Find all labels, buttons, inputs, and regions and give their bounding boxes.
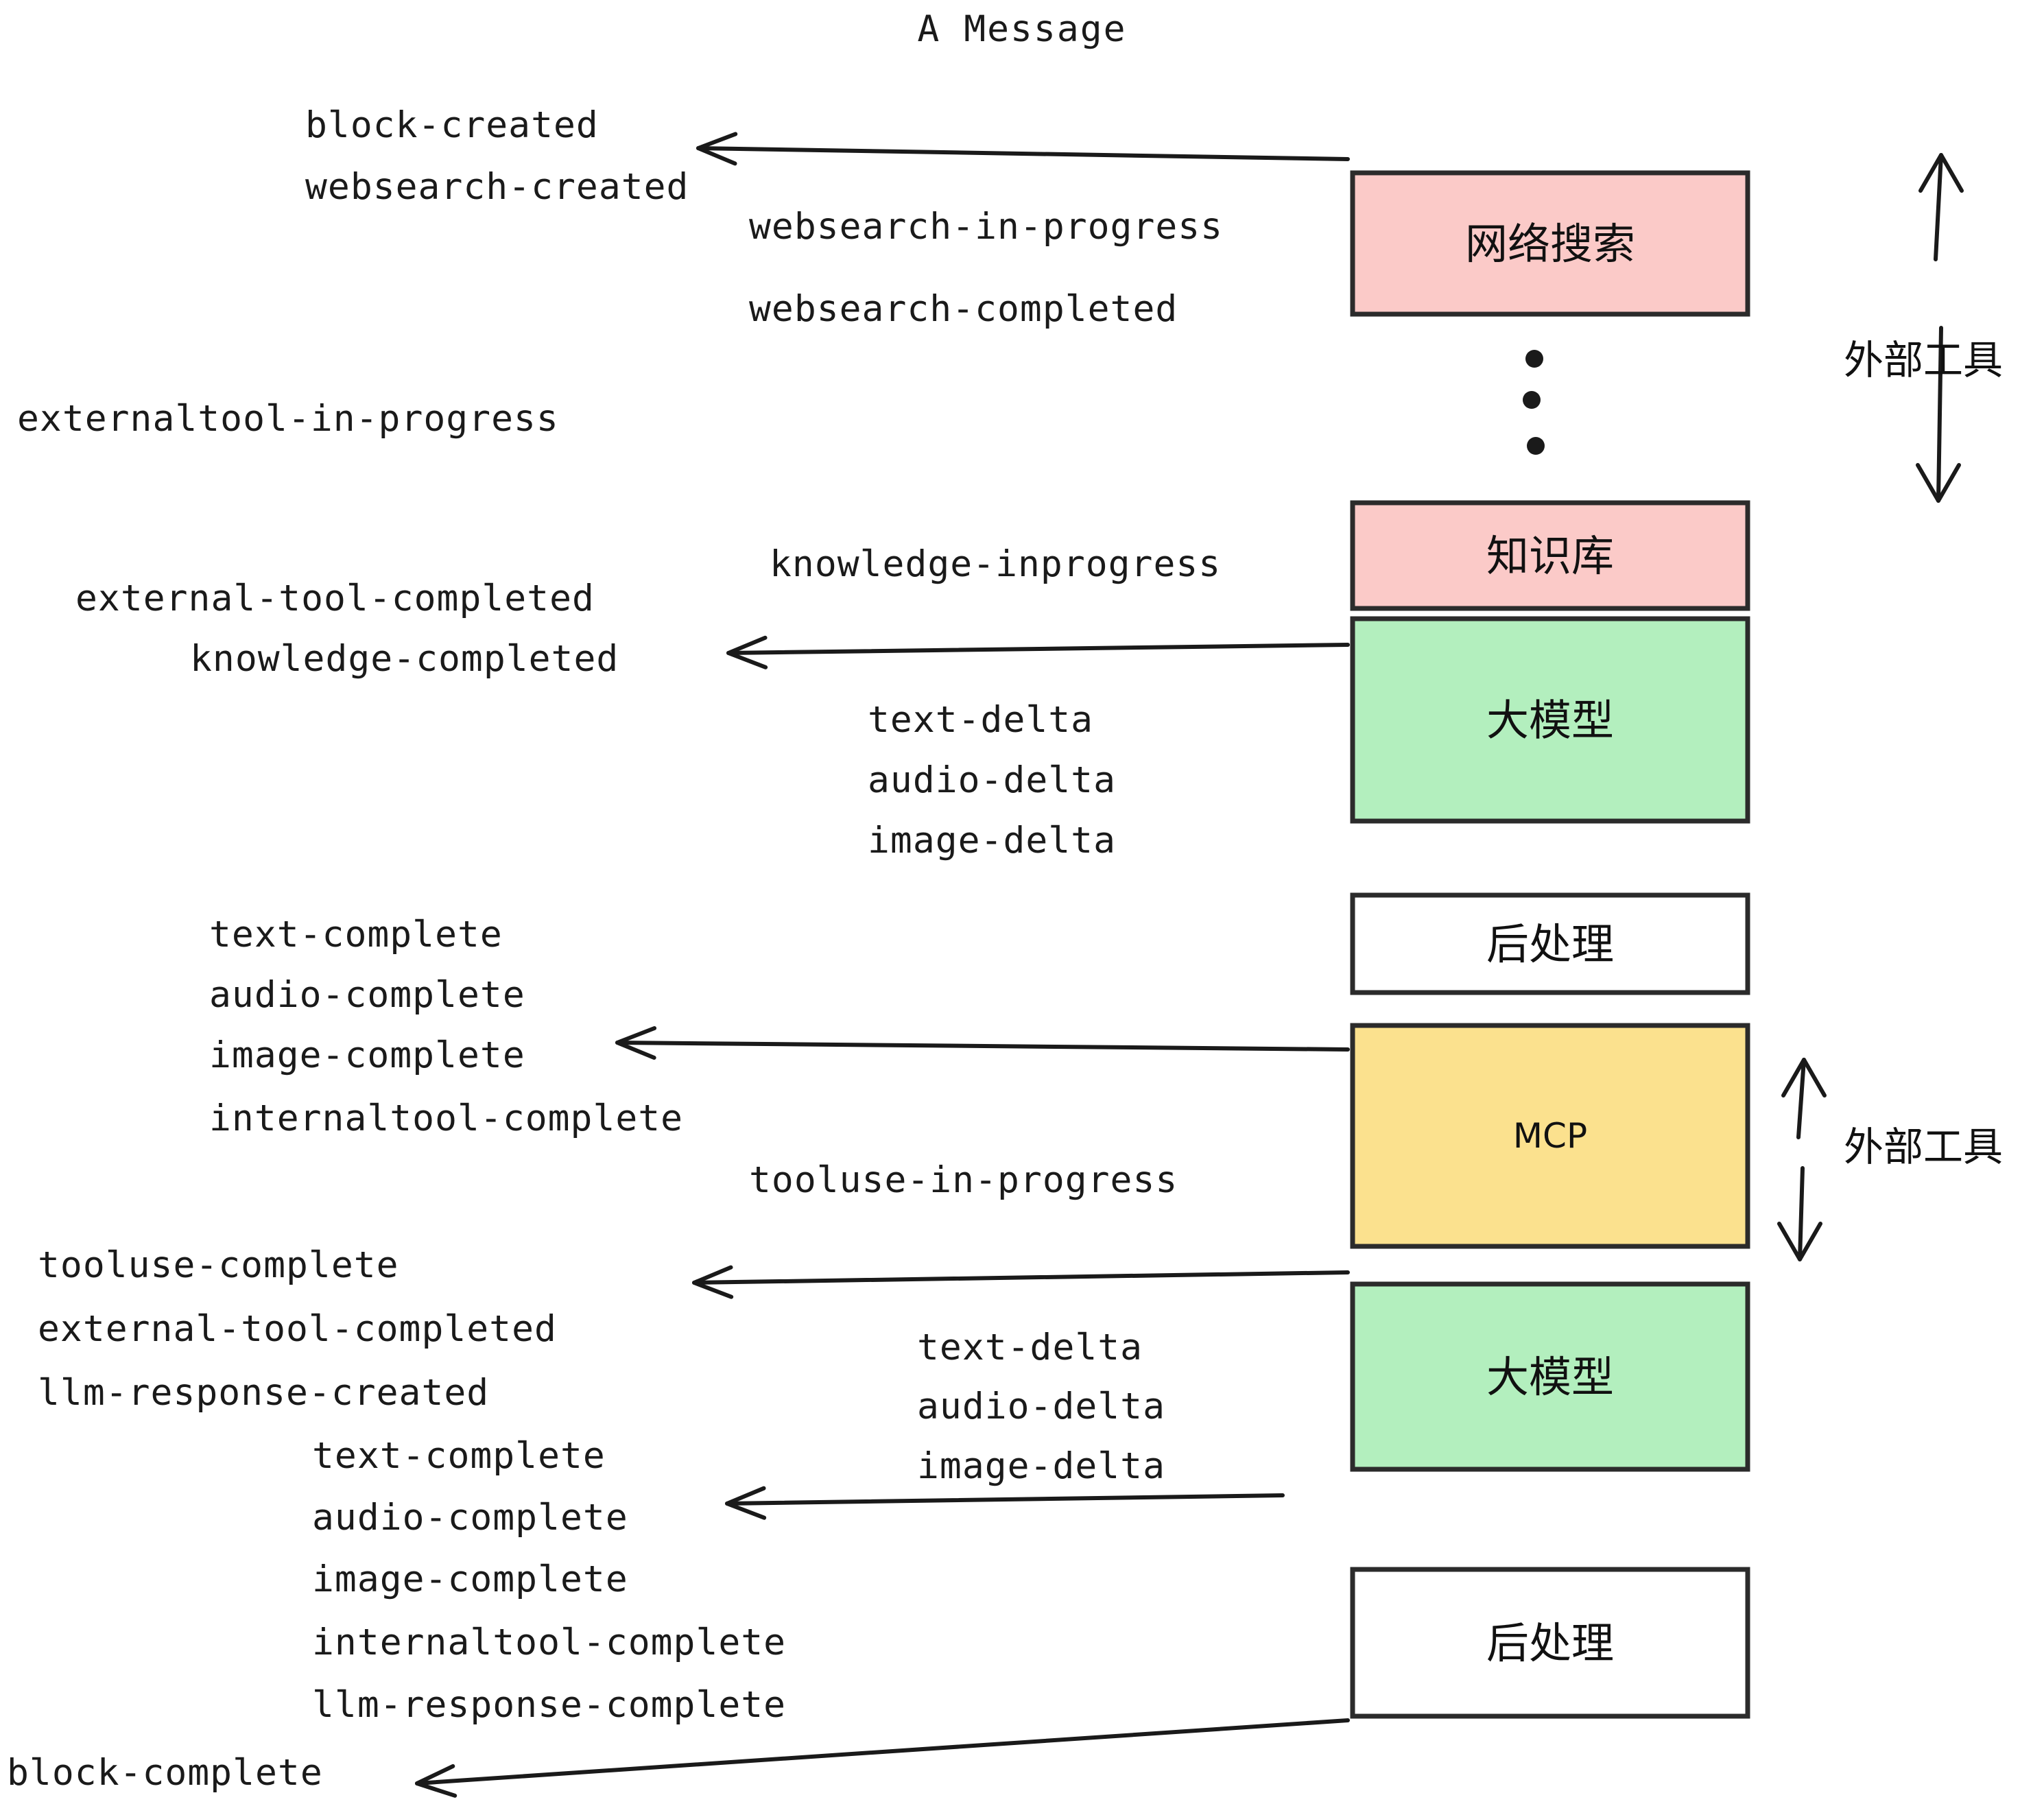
box-shape-postprocess-lower [1350, 1567, 1750, 1719]
event-label-image-complete-2: image-complete [312, 1558, 628, 1600]
arrowhead [725, 1486, 767, 1520]
event-label-image-delta-2: image-delta [917, 1445, 1165, 1487]
arrowhead [1777, 1222, 1822, 1261]
arrow-postprocess-to-block [415, 1718, 1350, 1798]
arrow-llm-to-events [725, 1486, 1285, 1520]
event-label-text-delta-2: text-delta [917, 1327, 1143, 1368]
event-label-image-delta-1: image-delta [868, 820, 1116, 862]
box-shape-postprocess-upper [1350, 892, 1750, 995]
box-llm-upper[interactable]: 大模型 [1350, 616, 1750, 824]
external-tools-arrow-down-1 [1916, 326, 1961, 503]
event-labels: block-created websearch-created websearch-… [7, 104, 1223, 1794]
event-label-llm-response-created: llm-response-created [38, 1372, 489, 1414]
event-label-internaltool-complete-1: internaltool-complete [209, 1097, 683, 1139]
ellipsis-dots [1523, 350, 1545, 455]
event-label-internaltool-complete-2: internaltool-complete [312, 1622, 786, 1663]
event-label-audio-delta-2: audio-delta [917, 1386, 1165, 1427]
arrow-mcp-to-events [692, 1265, 1350, 1299]
side-label-external-tools-lower: 外部工具 [1844, 1124, 2003, 1170]
box-postprocess-upper[interactable]: 后处理 [1350, 892, 1750, 995]
box-label-postprocess-upper: 后处理 [1486, 919, 1614, 969]
box-label-websearch: 网络搜索 [1465, 219, 1635, 269]
box-postprocess-lower[interactable]: 后处理 [1350, 1567, 1750, 1719]
arrowhead [1918, 153, 1964, 193]
event-label-audio-complete-1: audio-complete [209, 974, 525, 1016]
external-tool-range-arrows [1777, 153, 1964, 1261]
event-label-websearch-completed: websearch-completed [749, 288, 1178, 330]
box-shape-knowledge [1350, 500, 1750, 611]
event-label-knowledge-completed: knowledge-completed [190, 638, 619, 680]
event-label-audio-delta-1: audio-delta [868, 759, 1116, 801]
box-shape-llm-upper [1350, 616, 1750, 824]
event-label-externaltool-in-progress: externaltool-in-progress [17, 398, 559, 440]
event-label-knowledge-inprogress: knowledge-inprogress [770, 543, 1221, 585]
ellipsis-dot-3 [1527, 437, 1545, 455]
box-label-knowledge: 知识库 [1486, 531, 1614, 581]
event-label-block-complete: block-complete [7, 1752, 323, 1794]
event-arrows [415, 132, 1350, 1798]
box-websearch[interactable]: 网络搜索 [1350, 170, 1750, 317]
arrow-postprocess-to-events [615, 1025, 1350, 1060]
box-label-postprocess-lower: 后处理 [1486, 1618, 1614, 1668]
ellipsis-dot-2 [1523, 391, 1541, 409]
external-tools-arrow-down-2 [1777, 1166, 1822, 1261]
event-label-text-delta-1: text-delta [868, 699, 1093, 741]
event-label-websearch-in-progress: websearch-in-progress [749, 206, 1223, 248]
event-label-audio-complete-2: audio-complete [312, 1497, 628, 1539]
event-label-image-complete-1: image-complete [209, 1034, 525, 1076]
event-label-websearch-created: websearch-created [305, 166, 689, 208]
box-mcp[interactable]: MCP [1350, 1023, 1750, 1249]
page-title: A Message [917, 8, 1126, 50]
event-label-block-created: block-created [305, 104, 599, 146]
event-label-text-complete-1: text-complete [209, 914, 503, 956]
external-tools-arrow-up-1 [1918, 153, 1964, 261]
arrowhead [1916, 463, 1961, 503]
arrow-knowledge-to-events [726, 635, 1350, 669]
ellipsis-dot-1 [1525, 350, 1543, 368]
box-knowledge[interactable]: 知识库 [1350, 500, 1750, 611]
event-label-tooluse-complete: tooluse-complete [38, 1244, 399, 1286]
external-tools-arrow-up-2 [1781, 1058, 1827, 1139]
box-label-mcp: MCP [1513, 1116, 1587, 1156]
box-label-llm-upper: 大模型 [1486, 696, 1614, 746]
arrowhead [696, 132, 738, 166]
side-label-external-tools-upper: 外部工具 [1844, 337, 2003, 383]
box-shape-llm-lower [1350, 1281, 1750, 1472]
event-label-llm-response-complete: llm-response-complete [312, 1684, 786, 1726]
event-label-external-tool-completed-1: external-tool-completed [75, 578, 595, 619]
arrowhead [692, 1265, 734, 1299]
arrowhead [615, 1025, 657, 1060]
arrowhead [726, 635, 768, 669]
event-label-text-complete-2: text-complete [312, 1435, 606, 1477]
event-label-external-tool-completed-2: external-tool-completed [38, 1308, 557, 1350]
box-shape-websearch [1350, 170, 1750, 317]
box-shape-mcp [1350, 1023, 1750, 1249]
box-label-llm-lower: 大模型 [1486, 1352, 1614, 1402]
box-llm-lower[interactable]: 大模型 [1350, 1281, 1750, 1472]
arrow-websearch-to-events [696, 132, 1350, 166]
event-label-tooluse-in-progress: tooluse-in-progress [749, 1159, 1178, 1201]
arrowhead [415, 1764, 457, 1798]
arrowhead [1781, 1058, 1827, 1097]
